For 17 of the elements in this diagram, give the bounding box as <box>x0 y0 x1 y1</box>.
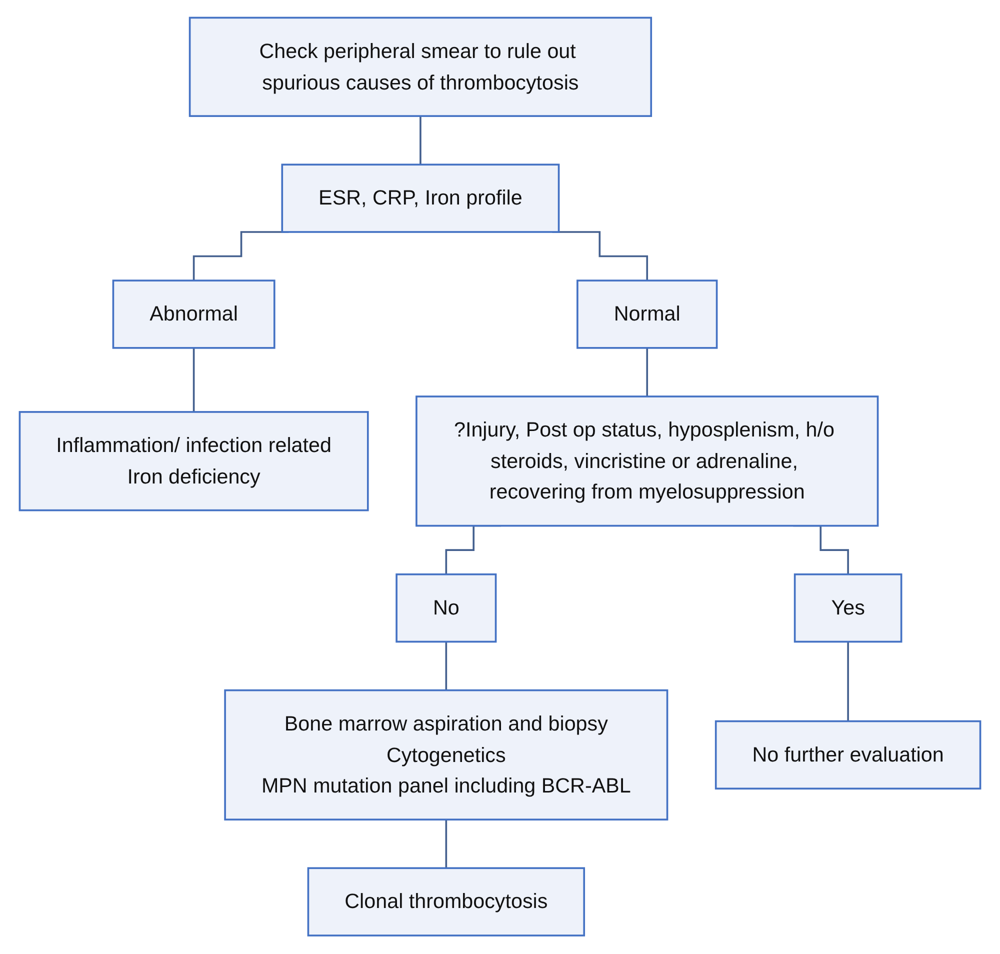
connector <box>646 347 648 398</box>
connector <box>192 347 195 414</box>
node-box: No further evaluation <box>714 720 982 790</box>
node-box: Check peripheral smear to rule out spurious causes of thrombocytosis <box>188 17 652 118</box>
connector <box>420 116 422 166</box>
node-box: Inflammation/ infection related Iron deficiency <box>18 411 369 512</box>
node-box: ESR, CRP, Iron profile <box>281 164 560 234</box>
node-box: No <box>396 574 497 644</box>
connector <box>847 641 849 723</box>
node-box: Clonal thrombocytosis <box>307 868 586 937</box>
node-box: Yes <box>794 574 902 644</box>
node-box: Abnormal <box>112 280 276 350</box>
node-box: ?Injury, Post op status, hyposplenism, h/o steroids, vincristine or adrenaline, recovering from myelosuppression <box>416 396 879 528</box>
node-box: Normal <box>576 280 718 350</box>
connector <box>445 641 448 692</box>
node-box: Bone marrow aspiration and biopsy Cytogenetics MPN mutation panel including BCR-ABL <box>224 690 668 821</box>
connector <box>445 819 448 870</box>
